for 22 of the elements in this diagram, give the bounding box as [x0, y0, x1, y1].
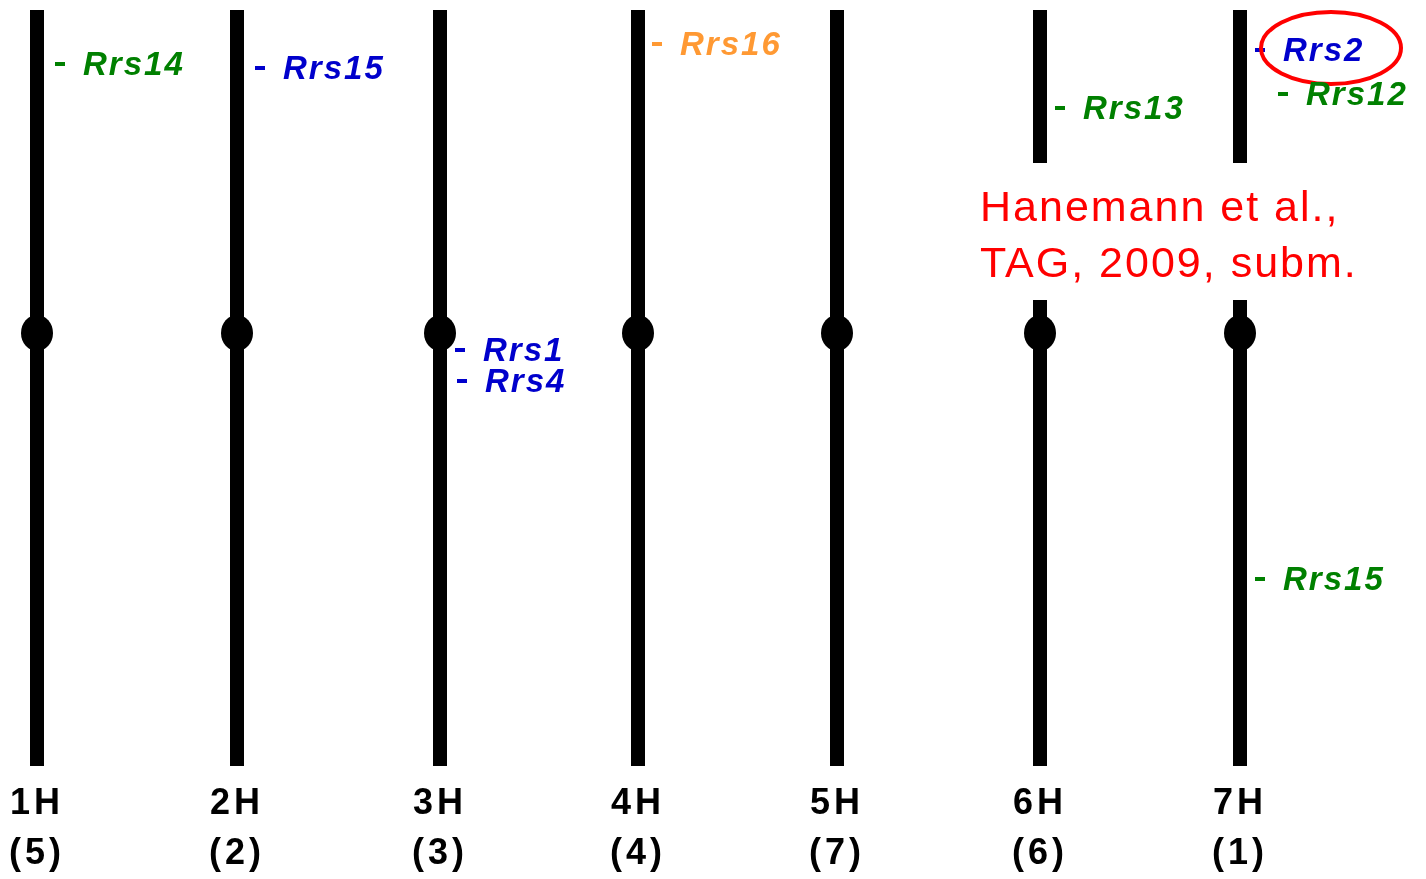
gene-label: Rrs15 [283, 50, 385, 86]
gene-label: Rrs2 [1283, 32, 1365, 68]
chromosome-label: 2H [209, 782, 265, 822]
chromosome-label: (6) [1011, 832, 1069, 872]
gene-label: Rrs15 [1283, 561, 1385, 597]
chromosome-label: 6H [1012, 782, 1068, 822]
chromosome-label: (5) [8, 832, 66, 872]
chromosome-label: 4H [610, 782, 666, 822]
citation-note: Hanemann et al., TAG, 2009, subm. [980, 181, 1359, 288]
chromosome-label: (1) [1211, 832, 1269, 872]
chromosome-label: 3H [412, 782, 468, 822]
gene-label: Rrs16 [680, 26, 782, 62]
chromosome-label: (3) [411, 832, 469, 872]
chromosome-label: (7) [808, 832, 866, 872]
gene-label: Rrs14 [83, 46, 185, 82]
chromosome-label: 5H [809, 782, 865, 822]
gene-label: Rrs12 [1306, 76, 1408, 112]
chromosome-label: 7H [1212, 782, 1268, 822]
chromosome-label: (2) [208, 832, 266, 872]
chromosome-label: 1H [9, 782, 65, 822]
chromosome-label: (4) [609, 832, 667, 872]
gene-label: Rrs13 [1083, 90, 1185, 126]
